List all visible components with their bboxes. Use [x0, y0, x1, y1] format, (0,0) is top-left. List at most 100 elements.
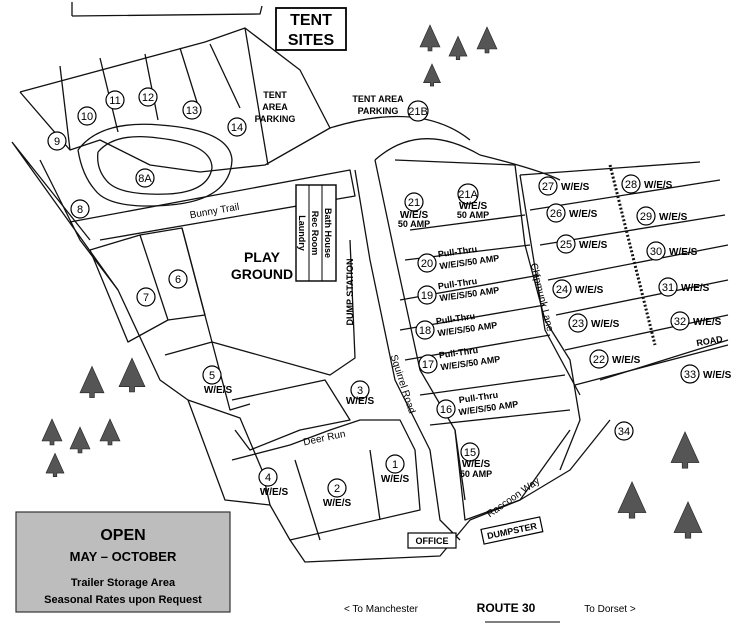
site-service: W/E/S — [644, 180, 673, 191]
site-23[interactable]: 23 W/E/S — [568, 313, 620, 333]
site-marker — [589, 349, 609, 369]
site-service: W/E/S — [669, 247, 698, 258]
road-label: ROAD — [696, 334, 724, 349]
bath-house-building: Bath House Rec Room Laundry — [295, 184, 337, 282]
tree-icon — [670, 431, 700, 469]
dump-station-label: DUMP STATION — [345, 259, 355, 326]
site-number: 26 — [550, 208, 562, 220]
site-marker — [568, 313, 588, 333]
site-12[interactable]: 12 — [138, 87, 158, 107]
office-box — [407, 532, 457, 549]
site-service: W/E/S — [579, 240, 608, 251]
bunny-trail-label: Bunny Trail — [189, 202, 240, 222]
dumpster-sign: DUMPSTER — [480, 516, 544, 545]
tree-icon — [99, 418, 121, 446]
tent-sites-line2: SITES — [288, 32, 335, 49]
site-service: W/E/S — [575, 285, 604, 296]
raccoon-way-label: Raccoon Way — [485, 476, 542, 521]
site-30[interactable]: 30 W/E/S — [646, 241, 698, 261]
open-months: MAY – OCTOBER — [70, 549, 177, 564]
site-marker — [538, 176, 558, 196]
site-marker — [546, 203, 566, 223]
site-marker — [258, 467, 278, 487]
site-1[interactable]: 1W/E/S — [381, 454, 410, 485]
site-service: W/E/S — [346, 396, 375, 407]
site-number: 1 — [392, 459, 398, 471]
site-9[interactable]: 9 — [47, 131, 67, 151]
site-21[interactable]: 21W/E/S50 AMP — [398, 192, 430, 229]
site-marker — [168, 269, 188, 289]
open-title: OPEN — [100, 527, 145, 544]
tree-icon — [69, 426, 91, 454]
site-8a[interactable]: 8A — [135, 168, 155, 188]
site-marker — [636, 206, 656, 226]
bath-house-label: Bath House — [323, 208, 333, 258]
site-8[interactable]: 8 — [70, 199, 90, 219]
tent-area-parking-1-line3: PARKING — [255, 114, 296, 124]
site-10[interactable]: 10 — [77, 106, 97, 126]
site-number: 12 — [142, 92, 154, 104]
site-7[interactable]: 7 — [136, 287, 156, 307]
site-number: 32 — [674, 316, 686, 328]
site-3[interactable]: 3W/E/S — [346, 380, 375, 407]
site-5[interactable]: 5W/E/S — [202, 365, 232, 396]
site-number: 15 — [464, 447, 476, 459]
site-number: 4 — [265, 472, 271, 484]
tent-area-parking-2-line2: PARKING — [358, 106, 399, 116]
site-marker — [350, 380, 370, 400]
play-ground-line1: PLAY — [244, 249, 281, 265]
site-4[interactable]: 4W/E/S — [258, 467, 288, 498]
site-6[interactable]: 6 — [168, 269, 188, 289]
chipmunk-lane-label: Chipmunk Lane — [528, 262, 556, 333]
site-32[interactable]: 32 W/E/S — [670, 311, 722, 331]
site-service: W/E/S — [693, 317, 722, 328]
site-marker — [138, 87, 158, 107]
site-14[interactable]: 14 — [227, 117, 247, 137]
site-number: 6 — [175, 274, 181, 286]
play-ground-line2: GROUND — [231, 266, 293, 282]
site-number: 5 — [209, 370, 215, 382]
site-number: 23 — [572, 318, 584, 330]
site-15[interactable]: 15W/E/S50 AMP — [460, 442, 492, 479]
tent-area-parking-2-line1: TENT AREA — [352, 94, 404, 104]
route-left-label: < To Manchester — [344, 604, 419, 615]
site-number: 3 — [357, 385, 363, 397]
site-11[interactable]: 11 — [105, 90, 125, 110]
site-2[interactable]: 2W/E/S — [323, 478, 352, 509]
site-marker — [136, 287, 156, 307]
site-service: W/E/S — [561, 182, 590, 193]
tree-icon — [617, 481, 647, 519]
site-service: W/E/S — [323, 498, 352, 509]
site-service: W/E/S — [591, 319, 620, 330]
site-21b[interactable]: 21B — [407, 100, 429, 122]
site-marker — [417, 253, 437, 273]
site-number: 22 — [593, 354, 605, 366]
site-marker — [404, 192, 424, 212]
site-number: 21A — [458, 189, 478, 201]
site-13[interactable]: 13 — [182, 100, 202, 120]
site-marker — [680, 364, 700, 384]
site-number: 34 — [618, 426, 630, 438]
site-service: W/E/S — [459, 201, 488, 212]
squirrel-road-label: Squirrel Road — [388, 353, 417, 415]
tent-sites-box — [275, 7, 347, 51]
site-34[interactable]: 34 — [614, 421, 634, 441]
site-marker — [621, 174, 641, 194]
site-number: 30 — [650, 246, 662, 258]
